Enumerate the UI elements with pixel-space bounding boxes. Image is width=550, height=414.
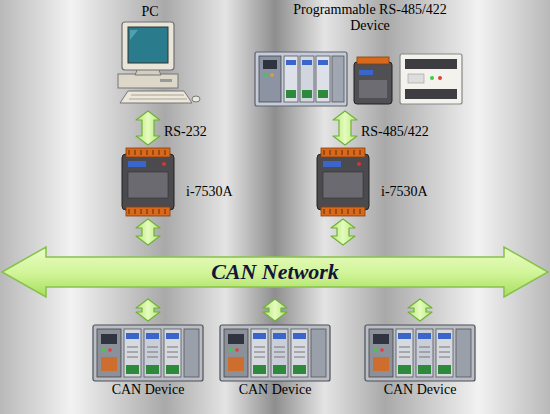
node-label: i-7530A [381,184,428,200]
network-band: CAN Network [0,246,550,298]
can-device-node: CAN Device [215,322,337,404]
can-device-node: CAN Device [360,322,482,404]
device-group-node: Programmable RS-485/422 Device [252,2,488,110]
pc-icon [118,22,200,103]
interface-label: RS-232 [164,124,207,140]
double-arrow [331,219,355,245]
programmable-devices [255,52,462,106]
double-arrow [136,111,160,145]
i7530a-module [122,148,174,216]
double-arrow [136,219,160,245]
can-device-rack [220,325,330,381]
interface-label: RS-485/422 [361,124,429,140]
node-label: CAN Device [360,382,480,398]
double-arrow [408,299,432,321]
node-label: CAN Device [215,382,335,398]
can-device-rack [93,325,203,381]
node-label: CAN Device [88,382,208,398]
can-device-node: CAN Device [88,322,210,404]
pc-node: PC [105,4,197,110]
node-label: Programmable RS-485/422 Device [280,2,460,34]
i7530a-module [317,148,369,216]
can-device-rack [365,325,475,381]
node-label: PC [105,4,195,20]
double-arrow [333,111,357,145]
double-arrow [136,299,160,321]
converter-node: i-7530A [118,146,248,218]
network-arrow-outline [2,247,548,297]
node-label: i-7530A [186,184,233,200]
converter-node: i-7530A [313,146,443,218]
network-label: CAN Network [211,259,339,285]
double-arrow [263,299,287,321]
